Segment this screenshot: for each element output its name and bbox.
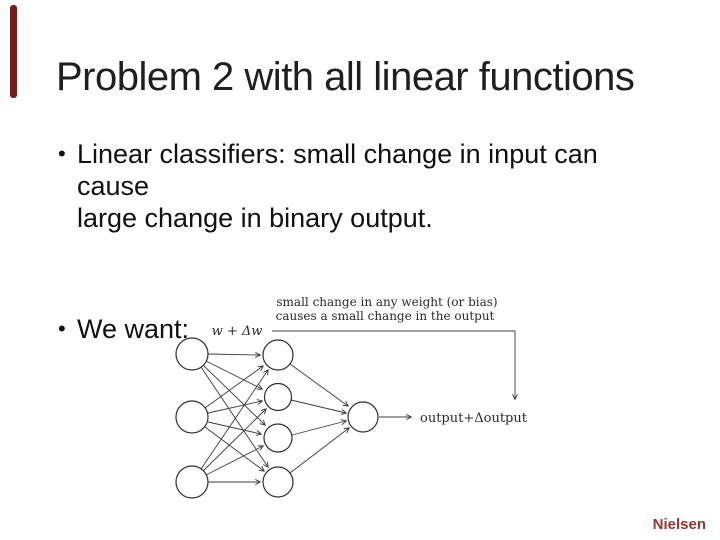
input-to-hidden-edges — [200, 354, 268, 482]
caption-to-output-arrow — [272, 330, 515, 399]
neural-network-figure: small change in any weight (or bias) cau… — [175, 295, 528, 499]
hidden-node-4 — [262, 466, 294, 498]
hidden-node-2 — [263, 382, 293, 412]
bullet-marker-icon: • — [58, 316, 66, 341]
figure-caption-line-2: causes a small change in the output — [276, 309, 495, 323]
weight-delta-label: w + Δw — [212, 324, 263, 339]
figure-caption-line-1: small change in any weight (or bias) — [276, 295, 497, 309]
bullet-text-1-line-1: Linear classifiers: small change in inpu… — [77, 139, 598, 201]
hidden-node-3 — [263, 423, 293, 453]
bullet-item-2: • We want: — [58, 313, 668, 345]
bullet-marker-icon: • — [58, 141, 66, 166]
slide-title: Problem 2 with all linear functions — [56, 55, 635, 99]
bullet-text-1: Linear classifiers: small change in inpu… — [77, 138, 668, 234]
bullet-text-2: We want: — [77, 314, 190, 344]
input-node-1 — [175, 337, 209, 371]
bullet-list: • Linear classifiers: small change in in… — [58, 138, 668, 345]
accent-bar — [10, 5, 17, 98]
input-node-2 — [175, 400, 209, 434]
bullet-item-1: • Linear classifiers: small change in in… — [58, 138, 668, 234]
bullet-text-1-line-2: large change in binary output. — [77, 203, 433, 233]
output-delta-label: output+Δoutput — [420, 411, 528, 426]
attribution-nielsen: Nielsen — [652, 516, 706, 533]
network-nodes — [175, 337, 379, 499]
hidden-to-output-edges — [289, 363, 349, 474]
output-node — [347, 401, 379, 433]
hidden-node-1 — [262, 339, 294, 371]
input-node-3 — [175, 465, 209, 499]
